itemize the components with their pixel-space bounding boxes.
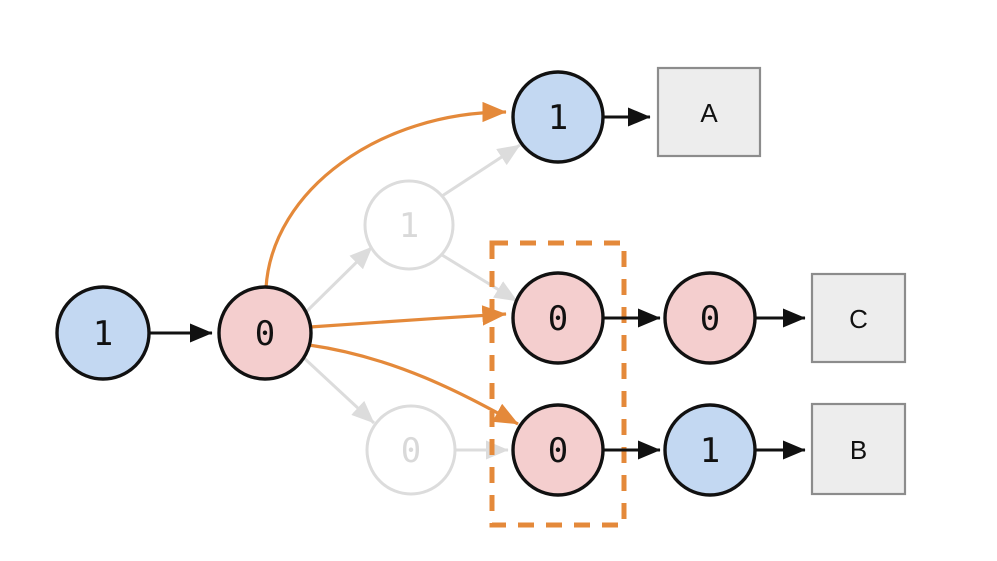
node-n-root[interactable]: 0: [217, 285, 313, 381]
node-circle: [511, 403, 605, 497]
node-label: 0: [401, 431, 421, 471]
node-circle: [663, 271, 757, 365]
node-n-ghost-bot[interactable]: 0: [365, 404, 457, 496]
edge-e-root-gbot: [302, 356, 376, 425]
selection-box[interactable]: [489, 240, 627, 528]
node-n-mid-1[interactable]: 0: [511, 271, 605, 365]
edge-e-root-top: [264, 101, 507, 289]
node-label: 1: [700, 431, 720, 471]
node-label: 0: [548, 431, 568, 471]
node-circle: [363, 179, 455, 271]
node-n-mid-2[interactable]: 0: [663, 271, 757, 365]
pruned-edges-group: [302, 143, 521, 460]
node-n-bot-1[interactable]: 0: [511, 403, 605, 497]
node-n-ghost-top[interactable]: 1: [363, 179, 455, 271]
output-box-rect: [656, 66, 762, 158]
output-boxes-group: A C B: [656, 66, 907, 496]
node-label: 1: [548, 98, 568, 138]
output-box-b[interactable]: B: [810, 402, 907, 496]
node-label: 0: [700, 299, 720, 339]
node-n-top-1[interactable]: 1: [511, 70, 605, 164]
node-circle: [55, 285, 151, 381]
node-label: 0: [548, 299, 568, 339]
node-circle: [663, 403, 757, 497]
output-box-rect: [810, 272, 907, 364]
node-circle: [511, 70, 605, 164]
output-box-a[interactable]: A: [656, 66, 762, 158]
node-n-bot-2[interactable]: 1: [663, 403, 757, 497]
node-label: 1: [93, 314, 113, 354]
node-label: 0: [255, 314, 275, 354]
output-box-c[interactable]: C: [810, 272, 907, 364]
node-circle: [217, 285, 313, 381]
edge-e-root-gtop: [304, 245, 374, 314]
output-box-label: A: [700, 98, 718, 128]
pruned-nodes-group: 10: [363, 179, 457, 496]
node-label: 1: [399, 206, 419, 246]
edge-e-gtop-mid: [441, 253, 518, 303]
selection-box-group[interactable]: [489, 240, 627, 528]
edge-e-root-bot: [308, 343, 519, 426]
edge-e-root-mid: [309, 305, 507, 329]
node-circle: [365, 404, 457, 496]
output-box-label: C: [849, 304, 868, 334]
edges-group: [149, 101, 806, 460]
output-box-label: B: [850, 435, 867, 465]
node-circle: [511, 271, 605, 365]
edge-e-gtop-top: [441, 143, 521, 198]
node-n-root-in[interactable]: 1: [55, 285, 151, 381]
output-box-rect: [810, 402, 907, 496]
